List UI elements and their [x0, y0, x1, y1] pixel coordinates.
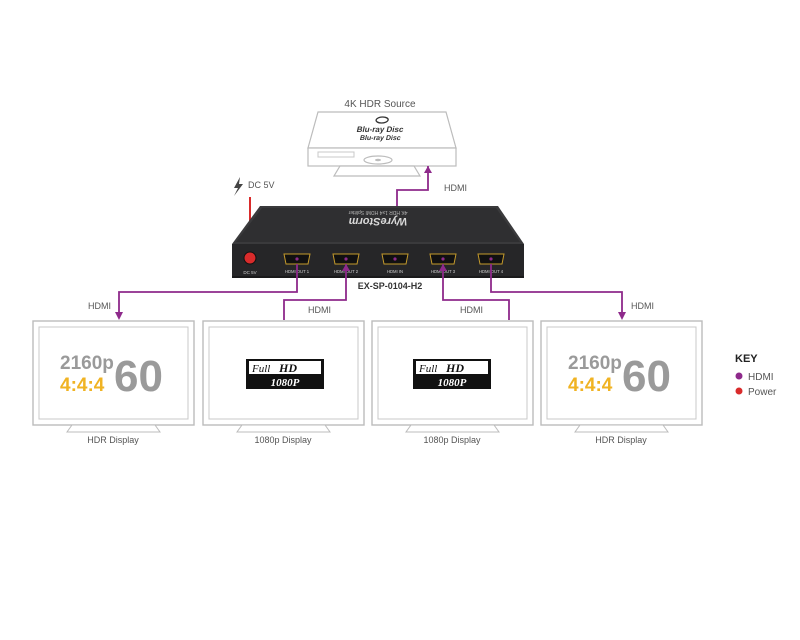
svg-text:HDMI: HDMI: [631, 301, 654, 311]
svg-text:4:4:4: 4:4:4: [60, 375, 105, 396]
svg-text:Full: Full: [418, 363, 437, 375]
svg-text:DC 5V: DC 5V: [248, 180, 275, 190]
svg-text:HDMI: HDMI: [88, 301, 111, 311]
svg-text:HDMI: HDMI: [444, 183, 467, 193]
svg-text:HDMI: HDMI: [748, 372, 774, 383]
svg-text:Blu-ray Disc: Blu-ray Disc: [359, 135, 401, 142]
svg-text:HDR Display: HDR Display: [87, 435, 139, 445]
display-1: 2160p 4:4:4 60 HDR Display: [32, 320, 195, 445]
svg-text:Blu-ray Disc: Blu-ray Disc: [356, 125, 405, 134]
hdmi-cable-out-4: [490, 264, 623, 316]
blu-ray-logo: Blu-ray Disc Blu-ray Disc: [356, 116, 405, 142]
display-2: Full HD 1080P 1080p Display: [202, 320, 365, 445]
splitter-device: WyreStorm 4K HDR 1x4 HDMI Splitter DC 5V…: [232, 206, 524, 278]
svg-text:60: 60: [114, 352, 163, 401]
svg-text:HDMI IN: HDMI IN: [387, 269, 403, 274]
svg-text:Full: Full: [251, 363, 270, 375]
hdmi-cable-out-3: [442, 264, 510, 320]
svg-text:HDMI: HDMI: [460, 305, 483, 315]
svg-text:1080P: 1080P: [271, 377, 300, 389]
svg-text:4:4:4: 4:4:4: [568, 375, 613, 396]
svg-text:Power: Power: [748, 387, 777, 398]
svg-text:4K HDR 1x4 HDMI Splitter: 4K HDR 1x4 HDMI Splitter: [348, 209, 407, 215]
svg-text:WyreStorm: WyreStorm: [349, 215, 408, 227]
full-hd-badge: Full HD 1080P: [246, 359, 324, 389]
svg-text:1080p Display: 1080p Display: [423, 435, 481, 445]
hdmi-cable-out-2: [283, 264, 347, 320]
svg-text:HD: HD: [278, 361, 297, 375]
key-legend: KEY HDMI Power: [735, 353, 777, 398]
model-label: EX-SP-0104-H2: [358, 281, 423, 291]
svg-text:2160p: 2160p: [568, 353, 622, 374]
svg-text:HDR Display: HDR Display: [595, 435, 647, 445]
lightning-bolt-icon: [234, 177, 243, 196]
svg-text:DC 5V: DC 5V: [243, 270, 256, 275]
display-4: 2160p 4:4:4 60 HDR Display: [540, 320, 703, 445]
source-label: 4K HDR Source: [344, 99, 416, 110]
hdmi-cable-out-1: [118, 264, 298, 316]
hdmi-key-dot: [735, 372, 743, 380]
svg-text:HDMI: HDMI: [308, 305, 331, 315]
power-key-dot: [735, 387, 743, 395]
display-3: Full HD 1080P 1080p Display: [371, 320, 534, 445]
full-hd-badge: Full HD 1080P: [413, 359, 491, 389]
svg-text:KEY: KEY: [735, 353, 758, 365]
svg-text:2160p: 2160p: [60, 353, 114, 374]
svg-text:60: 60: [622, 352, 671, 401]
svg-text:HD: HD: [445, 361, 464, 375]
svg-text:1080P: 1080P: [438, 377, 467, 389]
disc-icon: [363, 155, 393, 165]
svg-text:1080p Display: 1080p Display: [254, 435, 312, 445]
blu-ray-player: 4K HDR Source Blu-ray Disc Blu-ray Disc: [307, 99, 457, 177]
